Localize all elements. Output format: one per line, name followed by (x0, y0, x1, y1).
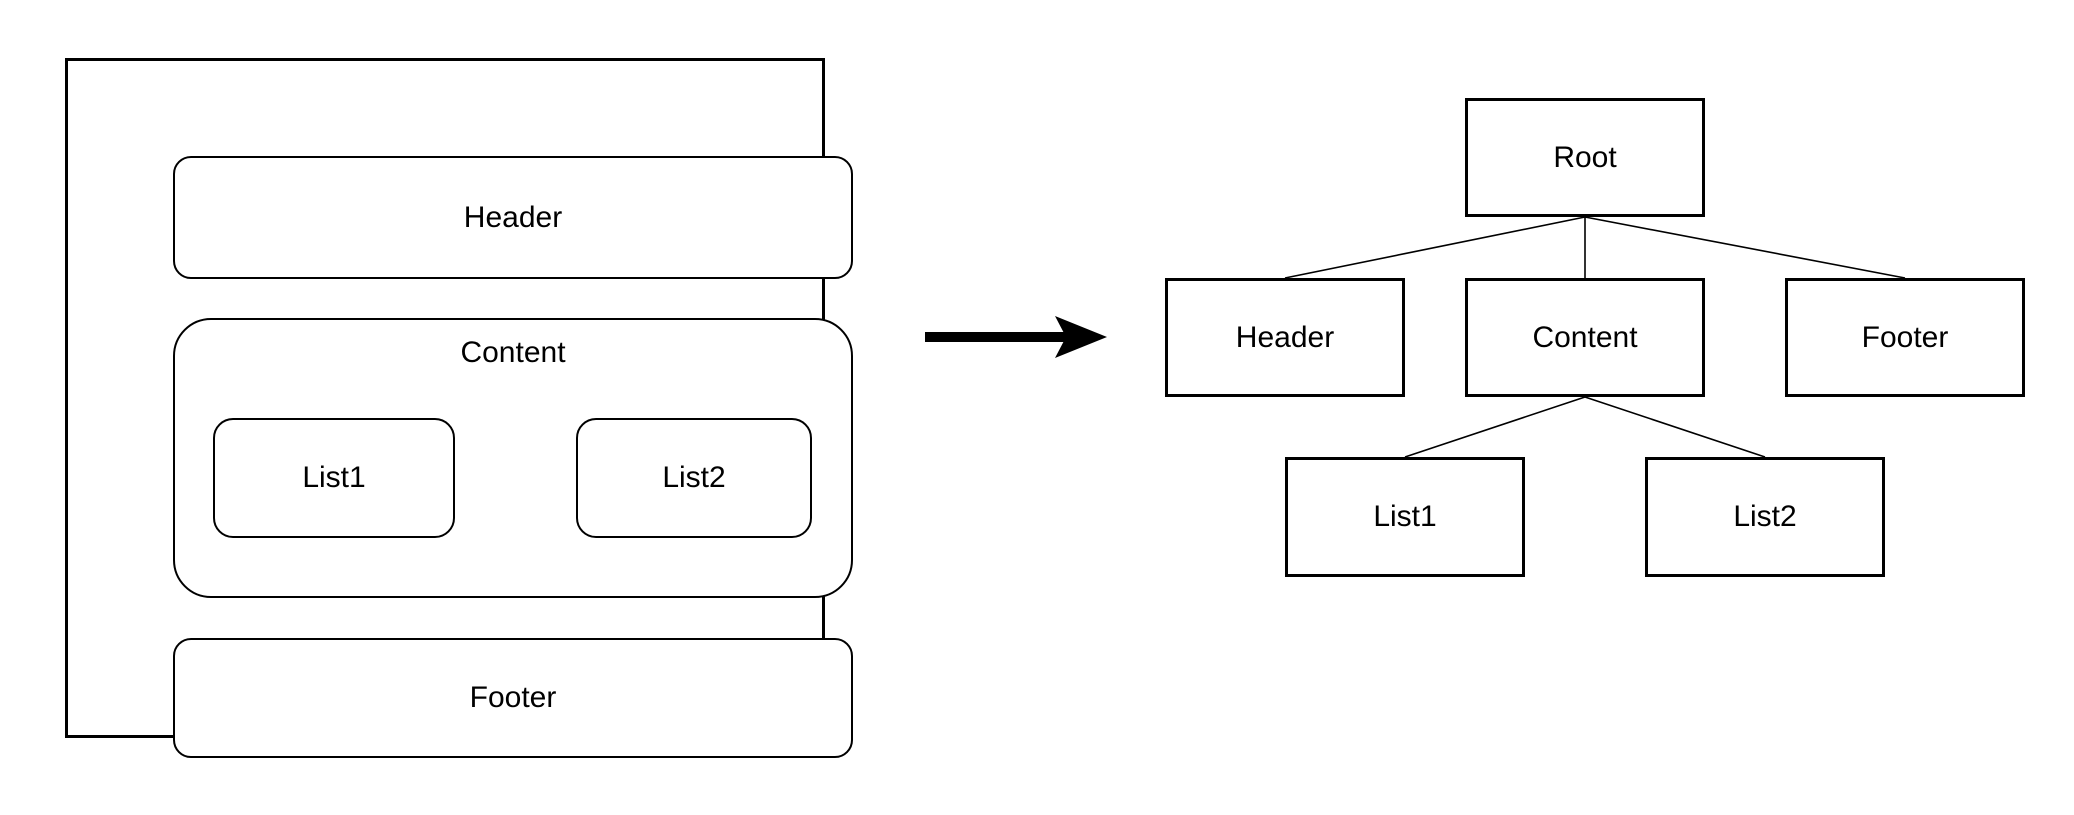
layout-list1-box: List1 (213, 418, 455, 538)
layout-list2-label: List2 (662, 461, 726, 494)
tree-node-footer: Footer (1785, 278, 2025, 397)
tree-node-root-label: Root (1553, 140, 1617, 174)
layout-content-label: Content (460, 336, 566, 369)
layout-header-box: Header (173, 156, 853, 279)
layout-list2-box: List2 (576, 418, 812, 538)
layout-list1-label: List1 (302, 461, 366, 494)
tree-edge-content-list1 (1404, 396, 1586, 458)
tree-edge-root-header (1284, 216, 1586, 279)
tree-node-list2-label: List2 (1733, 500, 1797, 533)
right-arrow-icon (925, 315, 1107, 359)
layout-root-box: Header Content List1 List2 Footer (65, 58, 853, 758)
tree-node-list2: List2 (1645, 457, 1885, 577)
tree-node-content-label: Content (1532, 320, 1638, 354)
tree-node-footer-label: Footer (1861, 320, 1949, 354)
tree-node-list1: List1 (1285, 457, 1525, 577)
layout-footer-box: Footer (173, 638, 853, 758)
layout-header-label: Header (463, 200, 563, 234)
tree-node-list1-label: List1 (1373, 500, 1437, 533)
tree-node-root: Root (1465, 98, 1705, 217)
tree-edge-root-footer (1584, 216, 1906, 279)
layout-footer-label: Footer (469, 681, 557, 714)
tree-edge-content-list2 (1584, 396, 1766, 458)
tree-node-header: Header (1165, 278, 1405, 397)
tree-node-header-label: Header (1235, 320, 1335, 354)
tree-node-content: Content (1465, 278, 1705, 397)
